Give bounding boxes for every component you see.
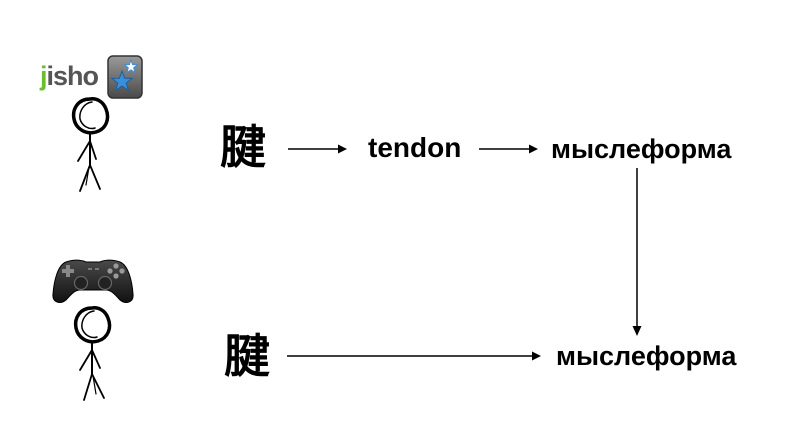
jisho-logo-j: j [40,61,47,91]
top-source-kanji: 腱 [220,120,266,174]
bottom-source-kanji: 腱 [224,329,270,383]
top-intermediate-word: tendon [368,132,462,163]
stick-figure-icon [71,97,110,192]
arrow-top-1 [288,144,347,154]
gamepad-icon [52,259,134,303]
jisho-logo: jisho [40,61,100,91]
bottom-target-word: мыслеформа [556,341,737,371]
top-target-word: мыслеформа [551,134,732,164]
arrow-top-2 [479,144,538,154]
stick-figure-icon [73,306,112,401]
anki-star-icon [107,55,143,99]
jisho-logo-rest: isho [46,61,100,91]
arrow-down [632,168,642,336]
arrow-bottom [287,351,541,361]
